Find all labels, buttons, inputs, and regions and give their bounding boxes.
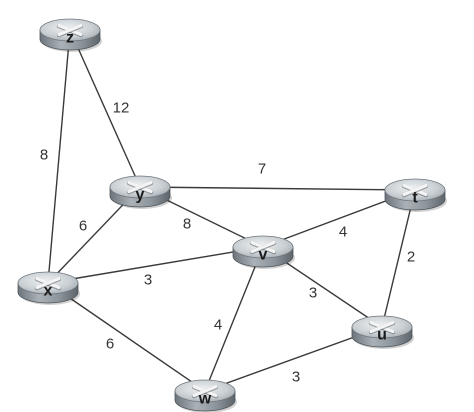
router-label: y: [136, 187, 145, 204]
router-w: w: [174, 379, 237, 412]
router-crossed-arrows-icon: [126, 180, 154, 195]
router-label: t: [412, 190, 418, 207]
router-t: t: [384, 178, 447, 212]
router-u: u: [351, 315, 414, 349]
link-cost-y-t: 7: [258, 161, 266, 178]
link-cost-v-u: 3: [309, 285, 317, 302]
router-crossed-arrows-icon: [56, 23, 84, 38]
router-label: v: [259, 247, 268, 264]
link-cost-labels-layer: 8 12 7 8 6 3 4 2 3 4 6 3: [40, 100, 415, 386]
link-cost-y-x: 6: [79, 218, 87, 235]
link-x-v: [47, 246, 264, 284]
router-label: u: [377, 327, 387, 344]
router-x: x: [17, 271, 80, 305]
router-label: x: [44, 283, 53, 300]
links-layer: [47, 29, 416, 392]
link-z-y: [69, 29, 141, 188]
link-cost-x-w: 6: [106, 336, 114, 353]
router-y: y: [109, 175, 172, 209]
link-cost-x-v: 3: [144, 272, 152, 289]
link-t-u: [381, 189, 416, 328]
link-x-w: [47, 282, 206, 392]
link-v-w: [204, 246, 264, 392]
router-crossed-arrows-icon: [401, 183, 429, 198]
link-cost-v-w: 4: [214, 317, 222, 334]
router-z: z: [39, 18, 102, 52]
link-z-x: [47, 29, 71, 284]
link-cost-z-x: 8: [40, 147, 48, 164]
link-cost-z-y: 12: [113, 100, 130, 117]
link-cost-y-v: 8: [183, 216, 191, 233]
link-cost-v-t: 4: [339, 224, 347, 241]
routers-layer: z y t v x u w: [17, 18, 447, 412]
router-crossed-arrows-icon: [368, 320, 396, 335]
link-cost-w-u: 3: [292, 369, 300, 386]
router-crossed-arrows-icon: [249, 240, 277, 255]
router-label: w: [198, 391, 212, 408]
router-label: z: [66, 30, 74, 47]
link-cost-t-u: 2: [407, 249, 415, 266]
router-crossed-arrows-icon: [34, 276, 62, 291]
router-crossed-arrows-icon: [191, 384, 219, 399]
link-y-t: [139, 186, 416, 191]
router-v: v: [232, 235, 295, 269]
